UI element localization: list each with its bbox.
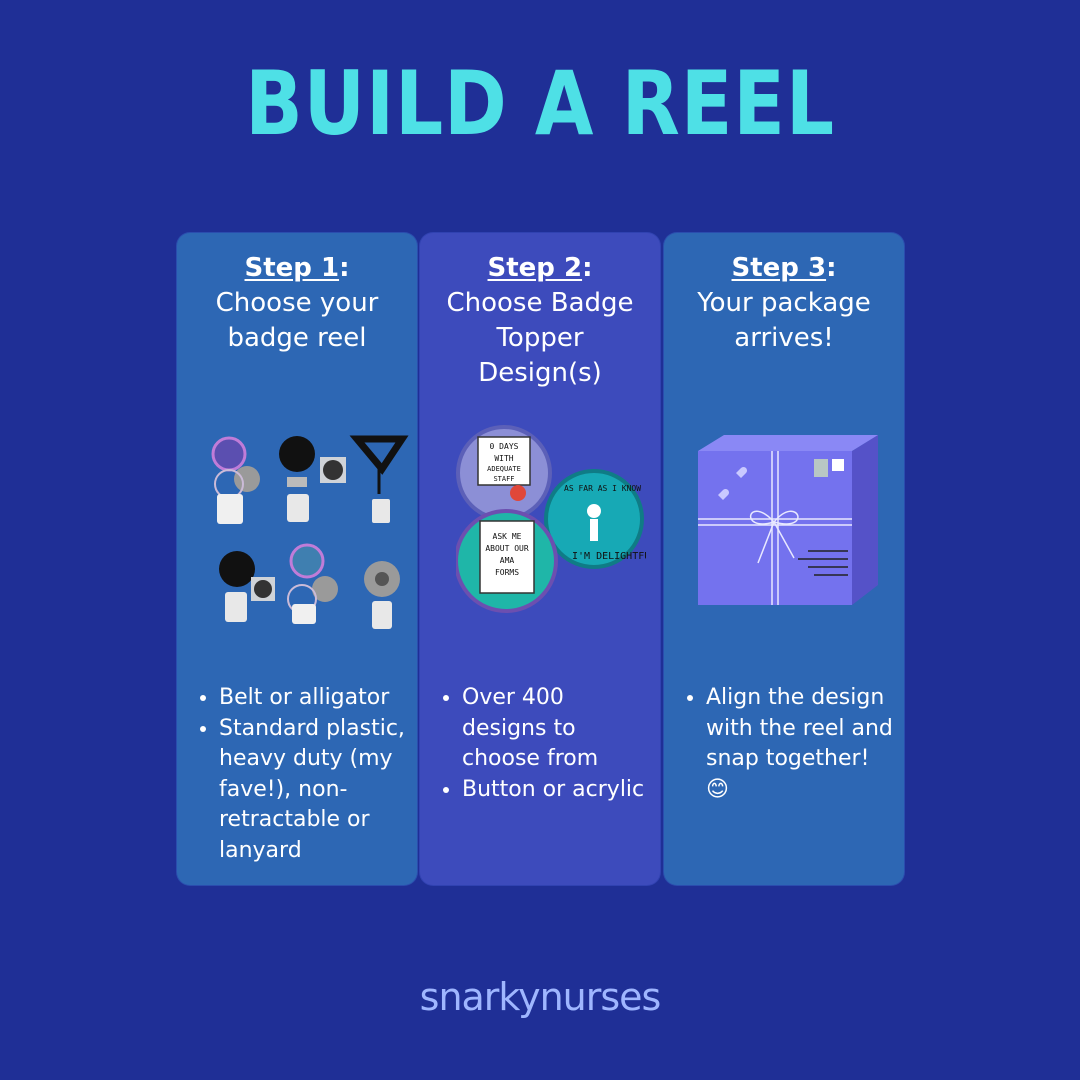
- list-item: Over 400 designs to choose from: [462, 683, 654, 775]
- svg-text:ABOUT OUR: ABOUT OUR: [485, 544, 529, 553]
- step-3-label: Step 3: [731, 253, 827, 283]
- topper-button-staff: 0 DAYS WITH ADEQUATE STAFF: [456, 425, 552, 521]
- brand-part-1: snarky: [419, 975, 541, 1019]
- brand-logo: snarkynurses: [0, 975, 1080, 1019]
- svg-text:I'M DELIGHTFUL: I'M DELIGHTFUL: [572, 551, 646, 562]
- svg-text:ASK ME: ASK ME: [493, 532, 522, 541]
- step-1-card: Step 1: Choose your badge reel: [176, 232, 418, 886]
- topper-button-ama: ASK ME ABOUT OUR AMA FORMS: [456, 509, 558, 613]
- step-1-header: Step 1: Choose your badge reel: [177, 251, 417, 356]
- step-2-card: Step 2: Choose Badge Topper Design(s) 0 …: [419, 232, 661, 886]
- badge-toppers-image: 0 DAYS WITH ADEQUATE STAFF AS FAR AS I K…: [456, 425, 646, 613]
- lanyard-icon: [349, 435, 409, 523]
- grey-reel-icon: [364, 561, 400, 629]
- step-1-label: Step 1: [244, 253, 340, 283]
- step-3-card: Step 3: Your package arrives! Align the …: [663, 232, 905, 886]
- list-item: Align the design with the reel and snap …: [706, 683, 898, 805]
- step-3-header: Step 3: Your package arrives!: [664, 251, 904, 356]
- list-item: Belt or alligator: [219, 683, 411, 714]
- badge-reels-image: [211, 435, 409, 629]
- list-item: Button or acrylic: [462, 775, 654, 806]
- svg-text:AS FAR AS I KNOW: AS FAR AS I KNOW: [564, 484, 641, 493]
- package-icon: [698, 435, 878, 605]
- step-2-label: Step 2: [487, 253, 583, 283]
- brand-part-2: nurses: [539, 975, 662, 1019]
- svg-text:0 DAYS: 0 DAYS: [490, 442, 519, 451]
- svg-text:AMA: AMA: [500, 556, 515, 565]
- svg-text:FORMS: FORMS: [495, 568, 519, 577]
- step-3-bullets: Align the design with the reel and snap …: [676, 683, 898, 805]
- list-item: Standard plastic, heavy duty (my fave!),…: [219, 714, 411, 867]
- svg-text:ADEQUATE: ADEQUATE: [487, 465, 521, 473]
- black-reel-icon: [279, 436, 346, 522]
- step-1-heading: Choose your badge reel: [215, 288, 379, 353]
- svg-text:STAFF: STAFF: [493, 475, 514, 483]
- rainbow-reel-icon: [211, 436, 260, 524]
- rainbow-reel-2-icon: [287, 543, 338, 624]
- step-1-bullets: Belt or alligator Standard plastic, heav…: [189, 683, 411, 866]
- black-reel-2-icon: [219, 551, 275, 622]
- step-2-header: Step 2: Choose Badge Topper Design(s): [420, 251, 660, 391]
- svg-text:WITH: WITH: [494, 454, 513, 463]
- step-3-heading: Your package arrives!: [697, 288, 871, 353]
- topper-button-delightful: AS FAR AS I KNOW I'M DELIGHTFUL: [544, 469, 646, 569]
- page-title: BUILD A REEL: [245, 52, 835, 155]
- step-2-heading: Choose Badge Topper Design(s): [446, 288, 634, 388]
- step-2-bullets: Over 400 designs to choose from Button o…: [432, 683, 654, 805]
